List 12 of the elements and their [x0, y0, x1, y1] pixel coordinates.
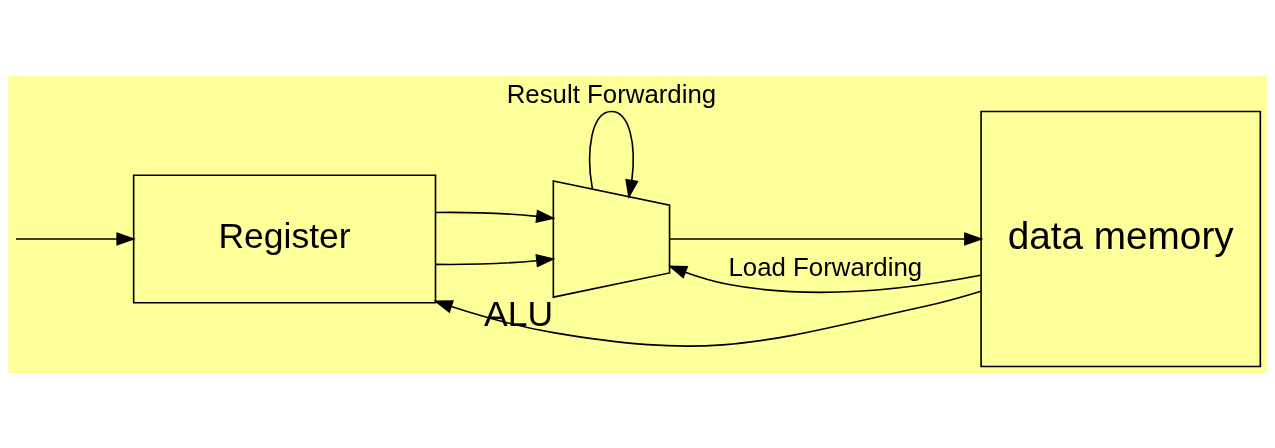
edge-label: Load Forwarding [728, 252, 923, 281]
arrow [434, 209, 556, 223]
arrow [588, 110, 639, 199]
arrow [667, 265, 982, 293]
arrow [15, 231, 136, 246]
node-box: Register [132, 173, 437, 304]
arrow [668, 231, 984, 246]
arrow [434, 253, 556, 267]
arrow [433, 289, 982, 347]
node-label: ALU [484, 293, 554, 334]
node-box: data memory [980, 110, 1262, 367]
edge-label: Result Forwarding [506, 79, 717, 108]
